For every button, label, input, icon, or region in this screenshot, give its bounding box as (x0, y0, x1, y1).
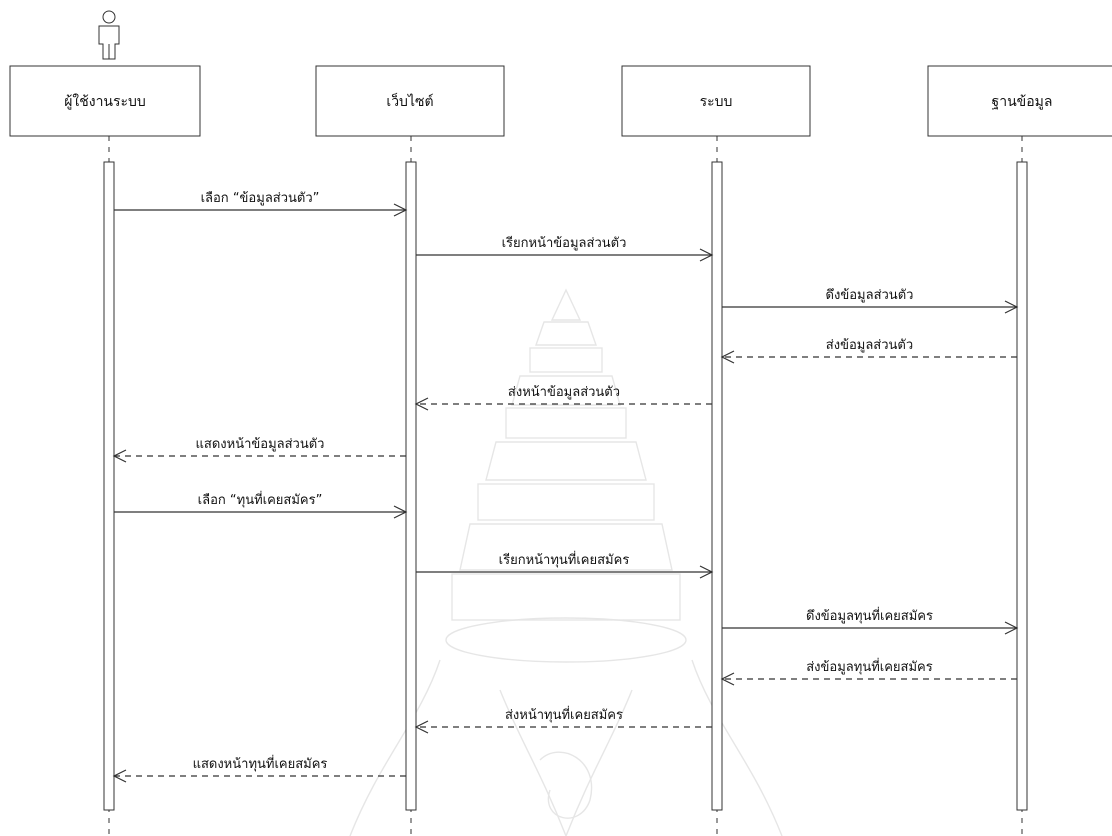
arrowhead-icon (720, 350, 735, 364)
message-label: ส่งหน้าข้อมูลส่วนตัว (508, 385, 620, 400)
watermark-emblem (349, 288, 783, 836)
message-3: ดึงข้อมูลส่วนตัว (722, 288, 1019, 314)
activation-website (405, 161, 417, 811)
participant-database-label: ฐานข้อมูล (992, 94, 1053, 110)
participant-system: ระบบ (621, 65, 811, 137)
participant-user-box (9, 65, 201, 137)
arrowhead-icon (414, 720, 429, 734)
message-9: ดึงข้อมูลทุนที่เคยสมัคร (722, 607, 1019, 635)
message-2: เรียกหน้าข้อมูลส่วนตัว (416, 235, 714, 262)
message-label: ส่งข้อมูลส่วนตัว (826, 338, 913, 353)
participant-system-label: ระบบ (700, 94, 733, 110)
participant-website-label: เว็บไซต์ (386, 92, 433, 110)
message-6: แสดงหน้าข้อมูลส่วนตัว (112, 437, 406, 463)
arrowhead-icon (393, 203, 408, 217)
arrowhead-icon (1004, 300, 1019, 314)
arrowhead-icon (699, 248, 714, 262)
arrowhead-icon (414, 397, 429, 411)
message-1: เลือก “ข้อมูลส่วนตัว” (114, 190, 408, 217)
arrowhead-icon (699, 565, 714, 579)
participant-system-box (621, 65, 811, 137)
messages: เลือก “ข้อมูลส่วนตัว” เรียกหน้าข้อมูลส่วน… (112, 190, 1019, 783)
message-10: ส่งข้อมูลทุนที่เคยสมัคร (720, 658, 1017, 686)
participant-user: ผู้ใช้งานระบบ (9, 65, 201, 137)
message-label: แสดงหน้าข้อมูลส่วนตัว (196, 437, 325, 452)
activation-database (1016, 161, 1028, 811)
message-label: ดึงข้อมูลส่วนตัว (826, 288, 914, 303)
message-label: เลือก “ทุนที่เคยสมัคร” (198, 491, 323, 508)
message-4: ส่งข้อมูลส่วนตัว (720, 338, 1017, 364)
message-7: เลือก “ทุนที่เคยสมัคร” (114, 491, 408, 519)
actor-person-icon (98, 10, 120, 60)
activation-user (103, 161, 115, 811)
message-12: แสดงหน้าทุนที่เคยสมัคร (112, 755, 406, 783)
message-label: ส่งหน้าทุนที่เคยสมัคร (505, 706, 623, 723)
participant-website-box (315, 65, 505, 137)
activation-bars (103, 161, 1028, 811)
message-5: ส่งหน้าข้อมูลส่วนตัว (414, 385, 712, 411)
message-label: เรียกหน้าทุนที่เคยสมัคร (499, 551, 630, 568)
message-8: เรียกหน้าทุนที่เคยสมัคร (416, 551, 714, 579)
message-label: ดึงข้อมูลทุนที่เคยสมัคร (806, 607, 933, 624)
arrowhead-icon (112, 449, 127, 463)
message-label: แสดงหน้าทุนที่เคยสมัคร (193, 755, 328, 772)
participant-website: เว็บไซต์ (315, 65, 505, 137)
participant-database: ฐานข้อมูล (927, 65, 1112, 137)
activation-system (711, 161, 723, 811)
arrowhead-icon (720, 672, 735, 686)
message-11: ส่งหน้าทุนที่เคยสมัคร (414, 706, 712, 734)
message-label: เลือก “ข้อมูลส่วนตัว” (201, 190, 320, 206)
participants: ผู้ใช้งานระบบ เว็บไซต์ ระบบ ฐานข้อมูล (9, 65, 1112, 137)
arrowhead-icon (1004, 621, 1019, 635)
message-label: ส่งข้อมูลทุนที่เคยสมัคร (806, 658, 932, 675)
arrowhead-icon (112, 769, 127, 783)
participant-database-box (927, 65, 1112, 137)
participant-user-label: ผู้ใช้งานระบบ (64, 93, 146, 110)
message-label: เรียกหน้าข้อมูลส่วนตัว (502, 235, 627, 251)
arrowhead-icon (393, 505, 408, 519)
